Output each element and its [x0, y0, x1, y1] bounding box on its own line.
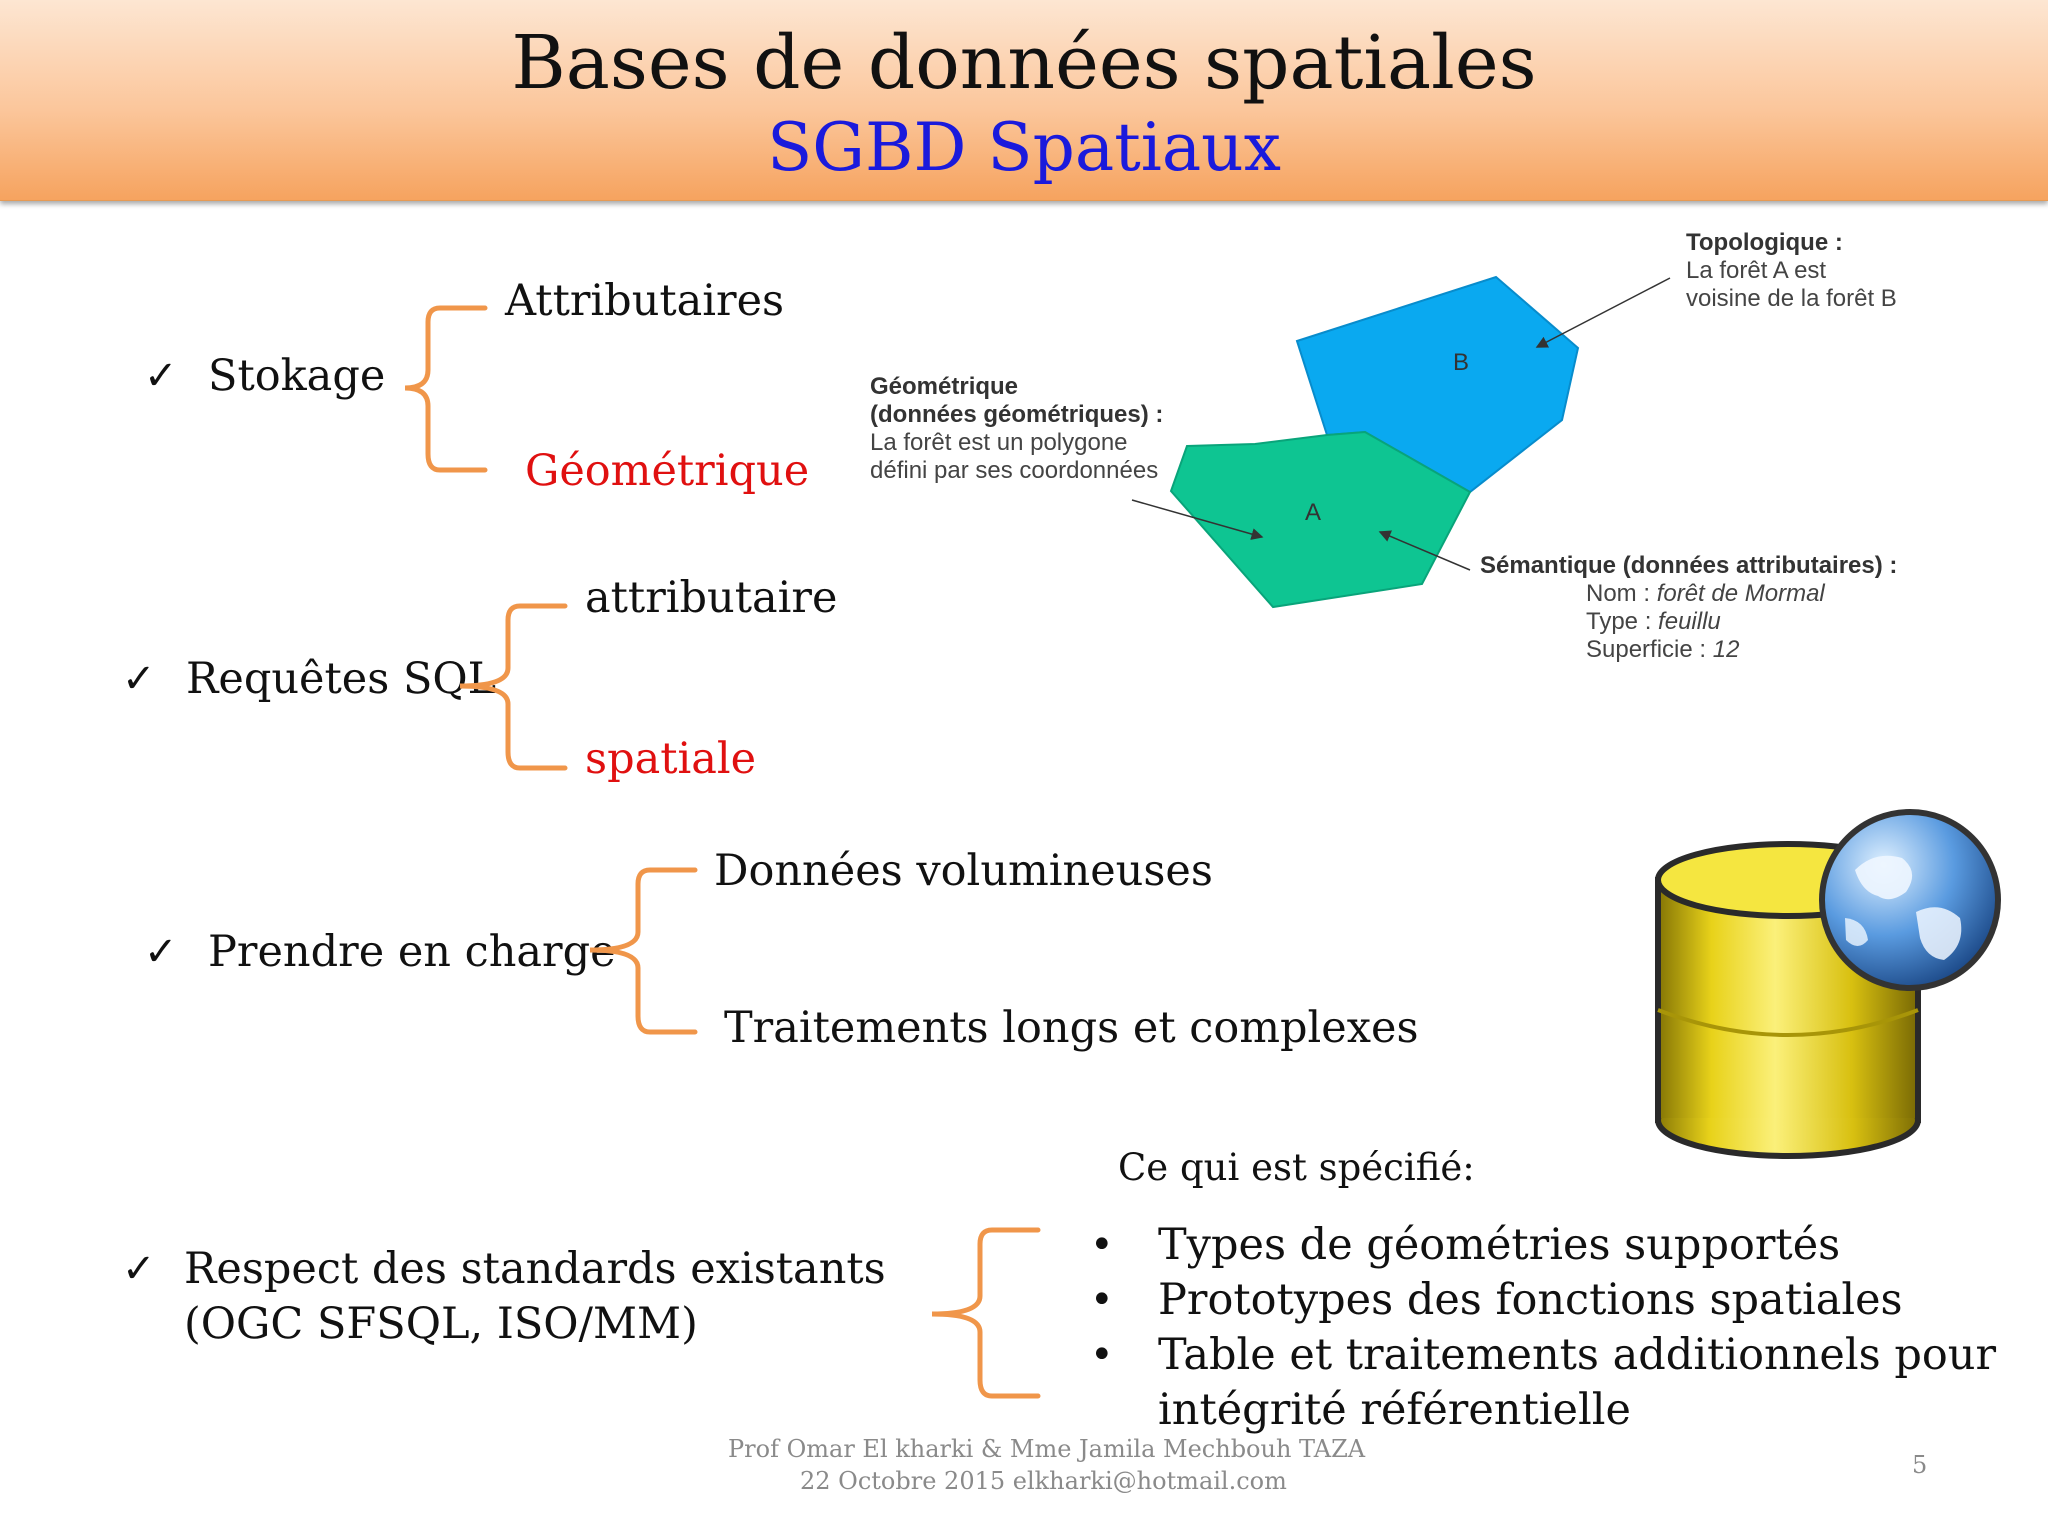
- polygon-a-label: A: [1305, 499, 1321, 526]
- page-subtitle: SGBD Spatiaux: [767, 109, 1281, 186]
- geo-line-2: défini par ses coordonnées: [870, 457, 1158, 484]
- item-prendre-label: Prendre en charge: [208, 927, 616, 977]
- topo-line-2: voisine de la forêt B: [1686, 285, 1897, 312]
- curly-brace-icon: [404, 305, 488, 473]
- polygon-a: [1169, 430, 1472, 609]
- footer-authors: Prof Omar El kharki & Mme Jamila Mechbou…: [728, 1435, 1366, 1463]
- item-stokage-branch-2: Géométrique: [525, 446, 810, 496]
- item-stokage-label: Stokage: [208, 351, 386, 401]
- standards-heading: Ce qui est spécifié:: [1118, 1146, 1475, 1189]
- item-requetes-branch-2: spatiale: [585, 734, 757, 784]
- geo-title-2: (données géométriques) :: [870, 401, 1163, 428]
- item-stokage-branch-1: Attributaires: [505, 276, 785, 326]
- footer-date-email: 22 Octobre 2015 elkharki@hotmail.com: [800, 1467, 1287, 1495]
- topo-arrow: [1535, 277, 1671, 348]
- topo-title: Topologique :: [1686, 229, 1843, 256]
- polygon-b-label: B: [1453, 349, 1469, 376]
- spatial-data-diagram: B A Topologique : La forêt A est voisine…: [870, 229, 1897, 663]
- database-globe-icon: [1655, 809, 2001, 1159]
- sem-arrow: [1378, 530, 1471, 571]
- item-requetes-branch-1: attributaire: [585, 573, 838, 623]
- bullet-icon: •: [1090, 1222, 1114, 1268]
- bullet-icon: •: [1090, 1332, 1114, 1378]
- item-requetes-label: Requêtes SQL: [186, 654, 497, 704]
- sem-superficie: Superficie : 12: [1586, 636, 1739, 663]
- check-icon: ✓: [122, 656, 156, 702]
- curly-brace-icon: [459, 603, 568, 771]
- geo-title-1: Géométrique: [870, 373, 1018, 400]
- check-icon: ✓: [122, 1246, 156, 1292]
- header-bar: Bases de données spatiales SGBD Spatiaux: [0, 0, 2048, 201]
- sem-nom: Nom : forêt de Mormal: [1586, 580, 1825, 607]
- sem-type: Type : feuillu: [1586, 608, 1721, 635]
- standards-bullet-3: Table et traitements additionnels pour: [1158, 1330, 1996, 1380]
- geo-arrow: [1131, 499, 1264, 540]
- geo-line-1: La forêt est un polygone: [870, 429, 1128, 456]
- item-prendre-branch-2: Traitements longs et complexes: [724, 1003, 1419, 1053]
- bullet-icon: •: [1090, 1277, 1114, 1323]
- curly-brace-icon: [931, 1227, 1041, 1399]
- page-number: 5: [1912, 1451, 1928, 1479]
- standards-bullet-3-continued: intégrité référentielle: [1158, 1385, 1631, 1435]
- standards-bullet-1: Types de géométries supportés: [1158, 1220, 1841, 1270]
- item-standards-label-line1: Respect des standards existants: [184, 1244, 886, 1294]
- curly-brace-icon: [589, 867, 698, 1035]
- check-icon: ✓: [144, 353, 178, 399]
- check-icon: ✓: [144, 929, 178, 975]
- page-title: Bases de données spatiales: [511, 20, 1537, 106]
- sem-title: Sémantique (données attributaires) :: [1480, 552, 1897, 579]
- item-standards-label-line2: (OGC SFSQL, ISO/MM): [184, 1299, 698, 1349]
- standards-bullet-2: Prototypes des fonctions spatiales: [1158, 1275, 1903, 1325]
- item-prendre-branch-1: Données volumineuses: [714, 846, 1213, 896]
- topo-line-1: La forêt A est: [1686, 257, 1826, 284]
